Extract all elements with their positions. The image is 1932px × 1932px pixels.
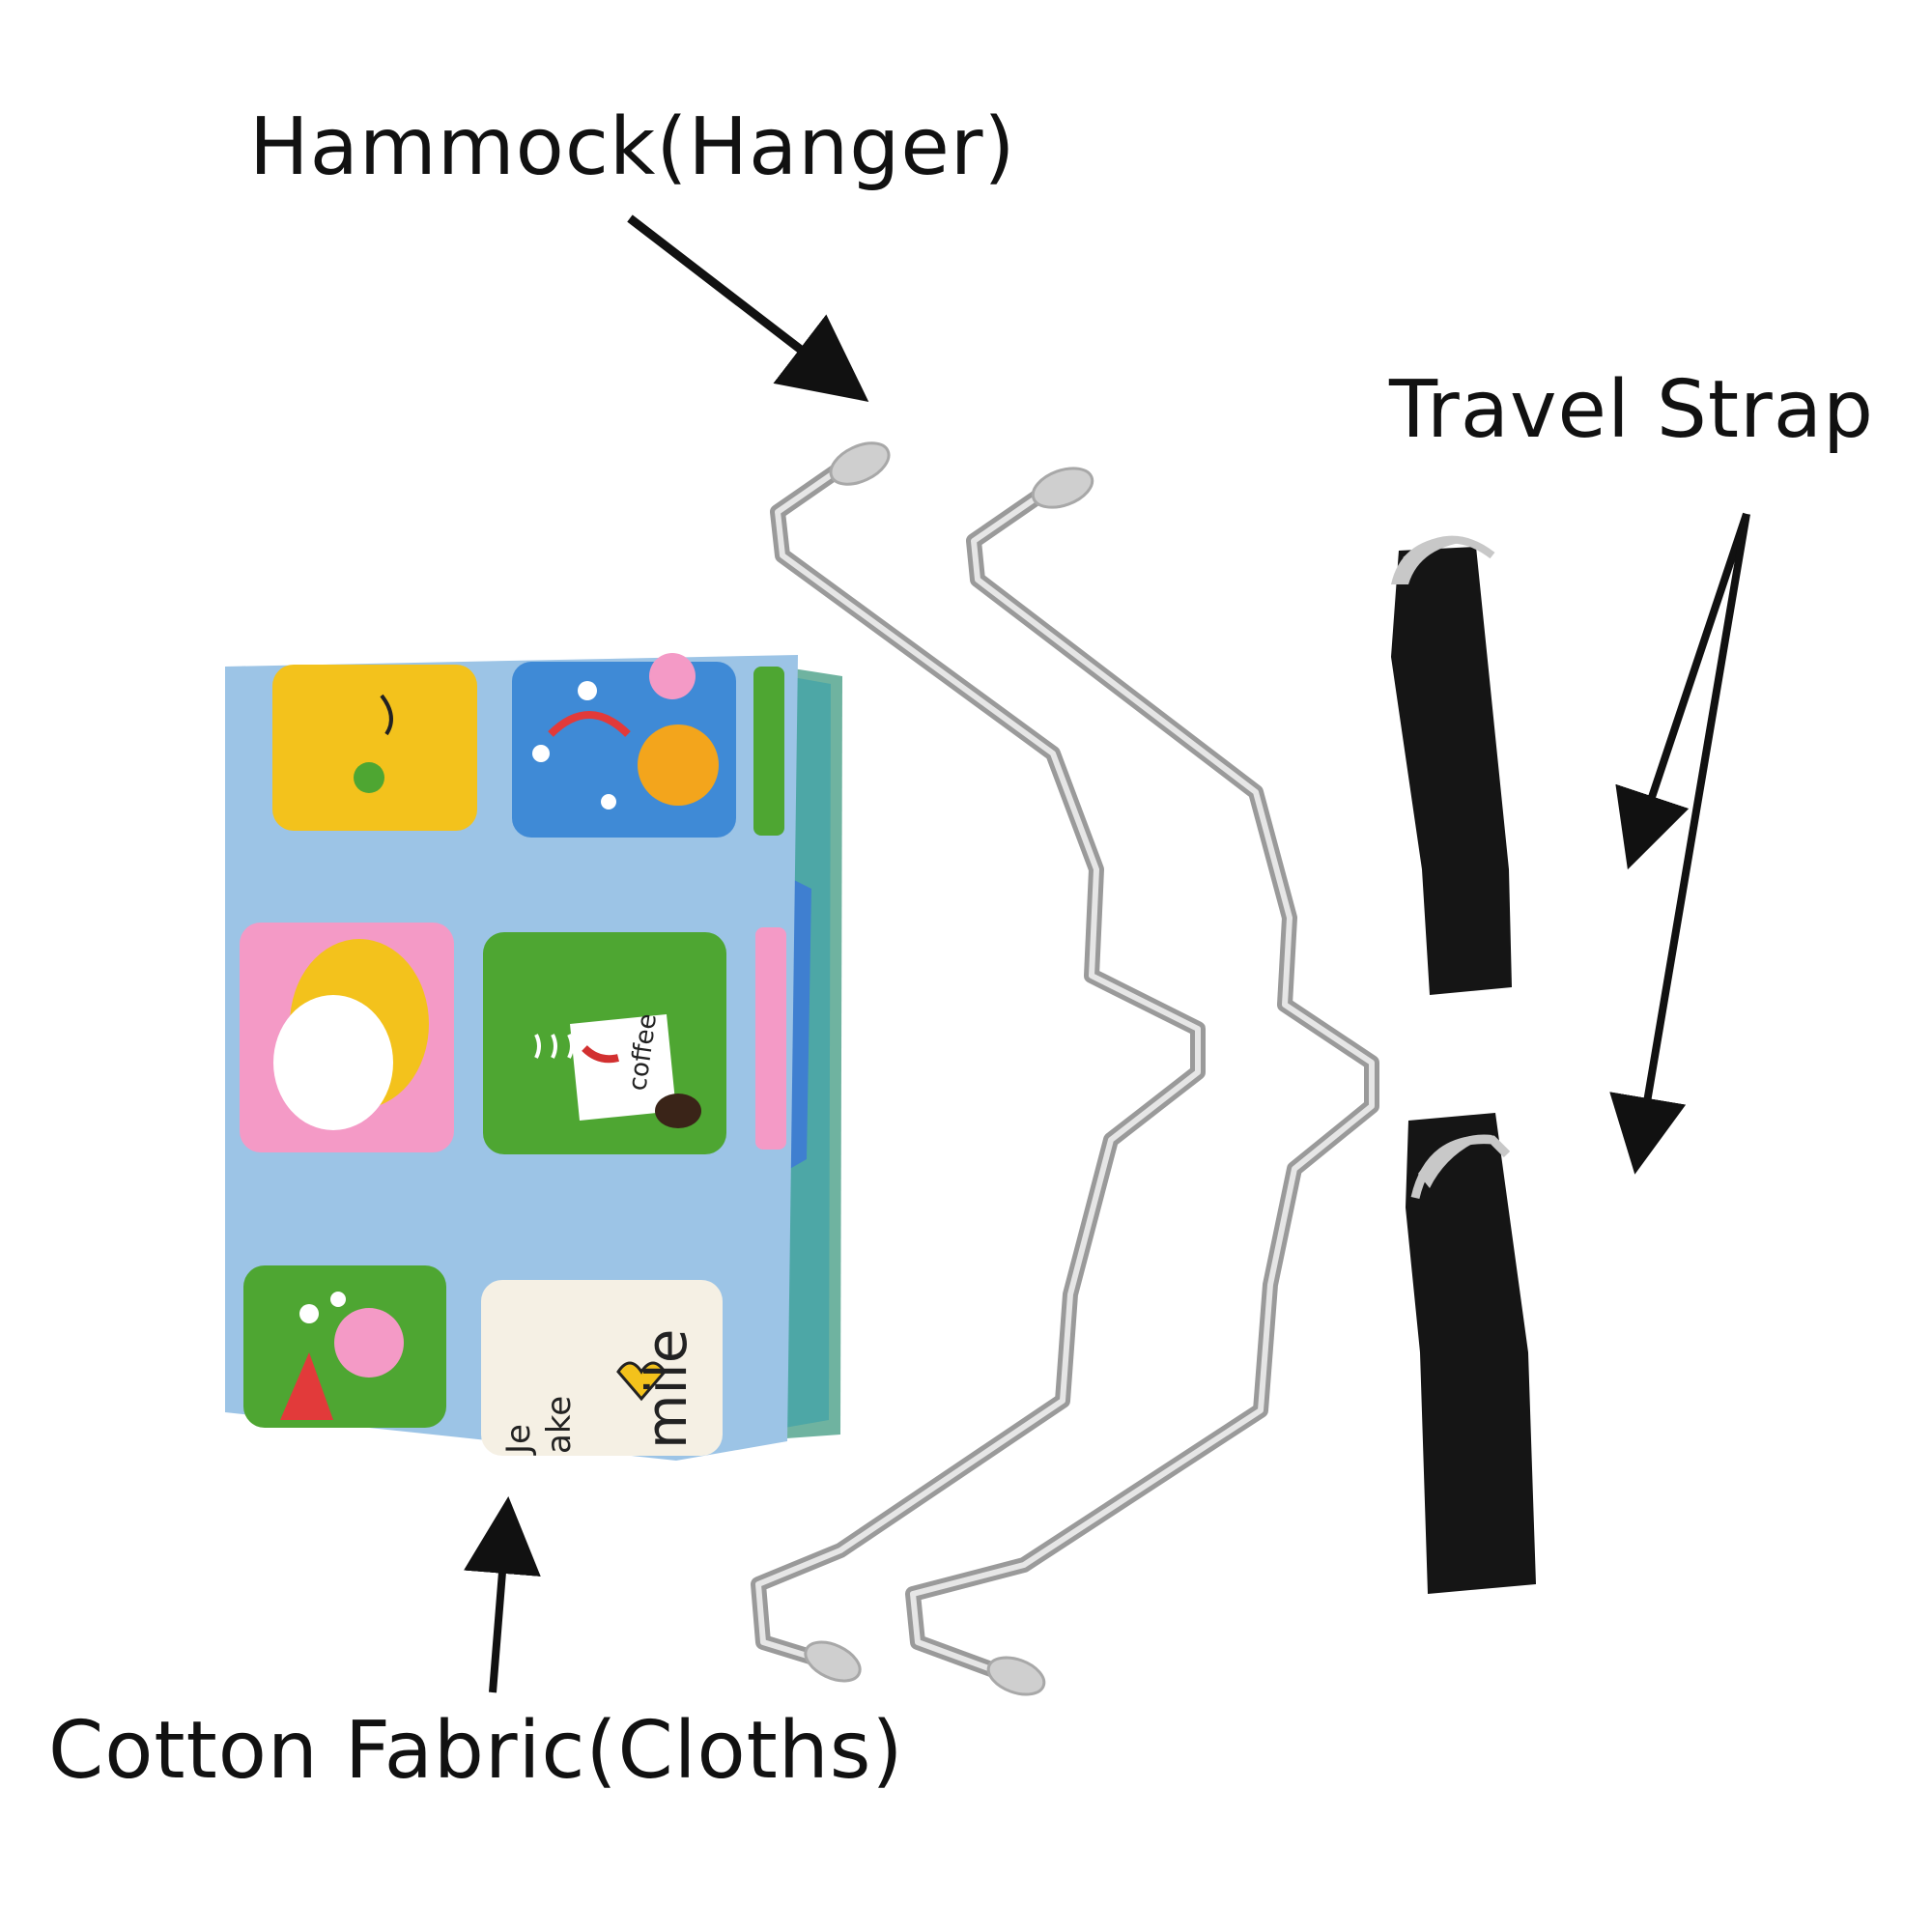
strap-arrow-upper bbox=[1615, 512, 1750, 870]
fabric-arrow bbox=[464, 1496, 541, 1693]
label-cotton-fabric: Cotton Fabric(Cloths) bbox=[48, 1705, 904, 1797]
travel-strap-upper bbox=[1391, 535, 1512, 995]
hammock-hanger-right bbox=[905, 467, 1379, 1696]
hammock-hanger-left bbox=[751, 441, 1206, 1683]
label-travel-strap: Travel Strap bbox=[1389, 364, 1875, 456]
label-hammock-hanger: Hammock(Hanger) bbox=[249, 101, 1016, 193]
cotton-fabric-bundle: coffee mile Je ake bbox=[225, 653, 842, 1461]
fabric-print-tail-a: Je bbox=[499, 1424, 538, 1456]
hanger-arrow bbox=[627, 214, 869, 402]
fabric-print-tail-b: ake bbox=[540, 1396, 579, 1454]
travel-strap-lower bbox=[1406, 1113, 1536, 1594]
strap-arrow-lower bbox=[1609, 513, 1750, 1175]
fabric-print-smile: mile bbox=[634, 1329, 699, 1449]
